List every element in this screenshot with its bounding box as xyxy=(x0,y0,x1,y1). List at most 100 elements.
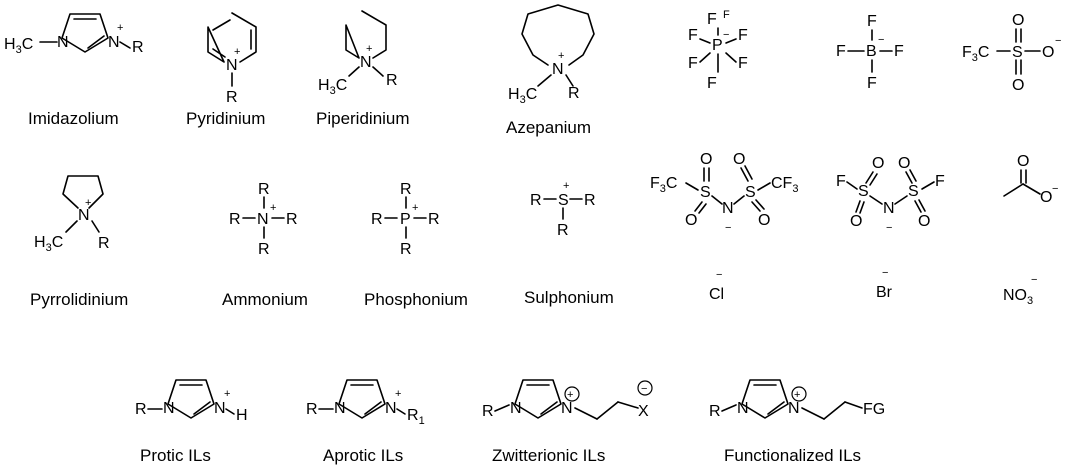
svg-text:−: − xyxy=(886,222,892,234)
svg-text:−: − xyxy=(1055,35,1061,47)
svg-text:N: N xyxy=(108,34,120,51)
il-type-label: Protic ILs xyxy=(140,446,211,465)
cation-label: Piperidinium xyxy=(316,109,410,128)
svg-text:O: O xyxy=(733,151,745,168)
svg-text:N: N xyxy=(737,400,749,417)
svg-text:O: O xyxy=(758,212,770,229)
piperidinium-structure: N + H3C R xyxy=(318,10,398,97)
svg-text:O: O xyxy=(850,213,862,230)
svg-text:−: − xyxy=(882,267,888,279)
svg-text:O: O xyxy=(1042,44,1054,61)
svg-text:+: + xyxy=(412,202,418,214)
svg-text:O: O xyxy=(872,155,884,172)
svg-text:N: N xyxy=(561,400,573,417)
svg-text:S: S xyxy=(908,183,919,200)
svg-text:−: − xyxy=(716,269,722,281)
svg-text:−: − xyxy=(641,383,647,395)
ammonium-structure: R R N + R R xyxy=(229,181,298,258)
svg-text:N: N xyxy=(722,200,734,217)
svg-text:+: + xyxy=(794,389,800,401)
svg-text:O: O xyxy=(1012,77,1024,94)
azepanium-structure: N + H3C R xyxy=(508,4,595,106)
svg-text:R: R xyxy=(400,181,412,198)
phosphonium-structure: R R P + R R xyxy=(371,181,440,258)
svg-text:+: + xyxy=(270,202,276,214)
il-type-label: Zwitterionic ILs xyxy=(492,446,605,465)
svg-text:+: + xyxy=(85,197,91,209)
svg-text:R: R xyxy=(482,403,494,420)
il-type-label: Aprotic ILs xyxy=(323,446,403,465)
svg-text:R: R xyxy=(135,401,147,418)
zwitterionic-il-structure: R N N + X − xyxy=(482,379,653,420)
pyridinium-structure: N + R xyxy=(207,12,257,106)
svg-text:R: R xyxy=(428,211,440,228)
tfsi-anion: F3C S O O N − S O O CF3 xyxy=(650,151,798,234)
svg-text:X: X xyxy=(638,403,649,420)
svg-text:+: + xyxy=(224,388,230,400)
svg-text:+: + xyxy=(563,180,569,192)
svg-text:N: N xyxy=(57,34,69,51)
svg-text:FG: FG xyxy=(863,401,885,418)
svg-text:NO3: NO3 xyxy=(1003,287,1033,307)
protic-il-structure: R N N + H xyxy=(135,379,248,424)
svg-text:R: R xyxy=(306,401,318,418)
svg-text:R: R xyxy=(132,39,144,56)
svg-text:F: F xyxy=(723,9,730,21)
svg-text:O: O xyxy=(1012,12,1024,29)
svg-text:N: N xyxy=(385,400,397,417)
svg-text:R: R xyxy=(258,181,270,198)
svg-text:−: − xyxy=(1052,183,1058,195)
svg-text:N: N xyxy=(334,400,346,417)
svg-text:R: R xyxy=(286,211,298,228)
svg-text:−: − xyxy=(723,29,729,41)
svg-text:Br: Br xyxy=(876,284,893,301)
svg-text:H3C: H3C xyxy=(508,86,537,106)
svg-text:F: F xyxy=(738,55,748,72)
acetate-anion: O O − xyxy=(1003,153,1058,206)
svg-text:F: F xyxy=(935,173,945,190)
svg-text:O: O xyxy=(1040,189,1052,206)
svg-text:H3C: H3C xyxy=(318,77,347,97)
aprotic-il-structure: R N N + R1 xyxy=(306,379,425,427)
nitrate-anion: − NO3 xyxy=(1003,274,1037,307)
svg-text:R: R xyxy=(568,85,580,102)
svg-text:S: S xyxy=(700,184,711,201)
svg-text:S: S xyxy=(558,192,569,209)
svg-text:R: R xyxy=(584,192,596,209)
svg-text:S: S xyxy=(1012,44,1023,61)
hexafluorophosphate-anion: F F P − F F F F F xyxy=(688,9,748,92)
svg-text:R: R xyxy=(229,211,241,228)
svg-text:O: O xyxy=(1017,153,1029,170)
svg-text:R: R xyxy=(98,235,110,252)
svg-text:R: R xyxy=(557,222,569,239)
svg-text:F3C: F3C xyxy=(962,44,989,64)
svg-text:F: F xyxy=(707,75,717,92)
svg-text:F: F xyxy=(894,43,904,60)
svg-text:F: F xyxy=(688,27,698,44)
svg-text:N: N xyxy=(163,400,175,417)
cation-label: Pyridinium xyxy=(186,109,265,128)
svg-text:−: − xyxy=(725,222,731,234)
svg-text:CF3: CF3 xyxy=(771,175,798,195)
svg-text:R: R xyxy=(530,192,542,209)
svg-text:+: + xyxy=(567,389,573,401)
svg-text:F: F xyxy=(836,43,846,60)
pyrrolidinium-structure: N + H3C R xyxy=(34,175,110,254)
svg-text:N: N xyxy=(78,207,90,224)
svg-text:S: S xyxy=(745,184,756,201)
svg-text:O: O xyxy=(898,155,910,172)
svg-text:N: N xyxy=(552,61,564,78)
svg-text:N: N xyxy=(788,400,800,417)
svg-text:O: O xyxy=(918,213,930,230)
svg-text:N: N xyxy=(883,200,895,217)
functionalized-il-structure: R N N + FG xyxy=(709,379,885,420)
cation-label: Phosphonium xyxy=(364,290,468,309)
svg-text:B: B xyxy=(866,43,877,60)
svg-text:R: R xyxy=(386,72,398,89)
svg-text:+: + xyxy=(366,43,372,55)
svg-text:F: F xyxy=(867,75,877,92)
sulphonium-structure: R S + R R xyxy=(530,180,596,239)
cation-label: Imidazolium xyxy=(28,109,119,128)
svg-text:H: H xyxy=(236,407,248,424)
